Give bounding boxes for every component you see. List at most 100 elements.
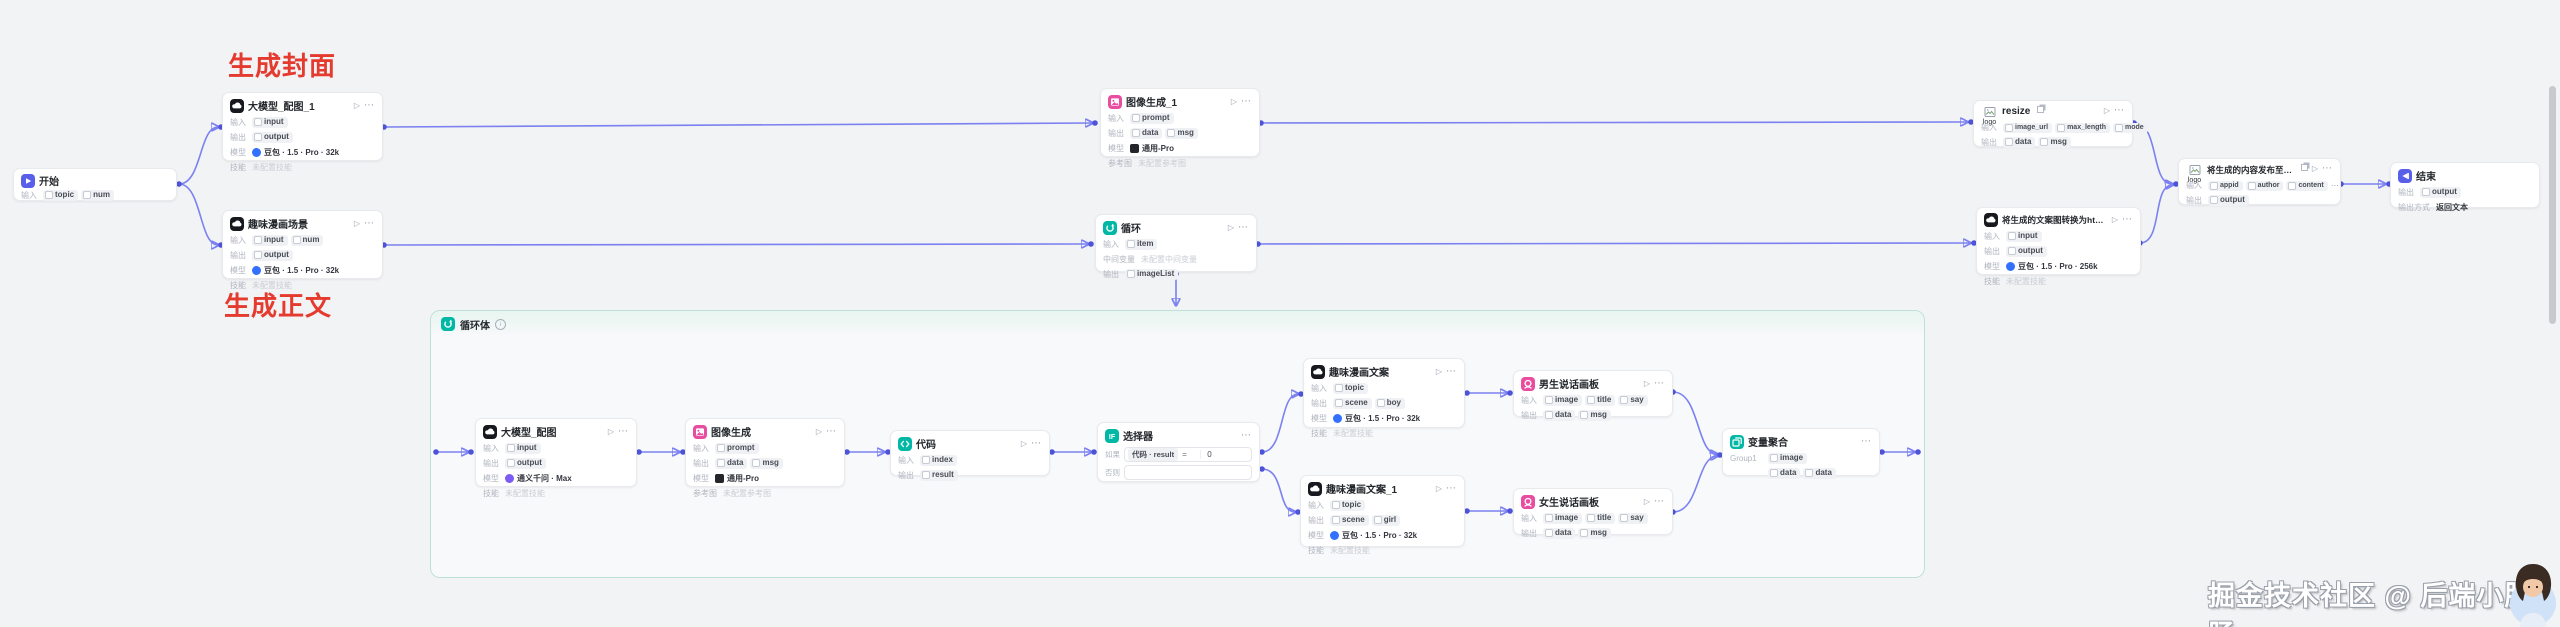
condition-row: 如果 代码 · result = 0 [1098, 445, 1259, 463]
more-button[interactable]: ⋯ [1654, 495, 1665, 507]
run-button[interactable]: ▷ [353, 218, 360, 228]
more-button[interactable]: ⋯ [2122, 214, 2133, 225]
more-button[interactable]: ⋯ [1446, 482, 1457, 494]
node-row: 技能未配置技能 [1304, 426, 1464, 441]
node-header: 将生成的文案图转换为html界面 ▷⋯ [1977, 208, 2140, 229]
run-button[interactable]: ▷ [1230, 96, 1237, 106]
run-button[interactable]: ▷ [1435, 366, 1442, 376]
empty-value: 未配置技能 [505, 489, 545, 498]
var-tag: image [1543, 395, 1583, 406]
more-button[interactable]: ⋯ [1654, 377, 1665, 389]
watermark-text: 掘金技术社区 @ 后端小肥肠 [2208, 581, 2531, 627]
node-row: 模型豆包 · 1.5 · Pro · 32k [1301, 528, 1464, 543]
more-button[interactable]: ⋯ [364, 99, 375, 111]
run-button[interactable]: ▷ [607, 426, 614, 436]
more-button[interactable]: ⋯ [618, 425, 629, 437]
node-row: 输出 result [891, 468, 1049, 483]
var-tag: index [920, 455, 957, 466]
node-header: 趣味漫画场景 ▷⋯ [223, 211, 382, 233]
more-button[interactable]: ⋯ [2114, 105, 2125, 116]
aggregate-icon [1730, 434, 1744, 449]
node-title: 大模型_配图_1 [248, 102, 315, 113]
more-button[interactable]: ⋯ [2322, 163, 2333, 174]
row-label: 模型 [1108, 144, 1124, 153]
else-box[interactable] [1124, 464, 1252, 480]
node-header: 图像生成_1 ▷⋯ [1101, 89, 1259, 111]
condition-right-operand: 0 [1200, 449, 1248, 459]
qwen-model-icon [505, 474, 514, 483]
type-icon [507, 444, 515, 453]
var-tag: author [2245, 180, 2284, 191]
row-label: 技能 [1308, 546, 1324, 555]
doubao-model-icon [1333, 414, 1342, 423]
row-label: 技能 [1311, 429, 1327, 438]
node-header: 男生说话画板 ▷⋯ [1514, 371, 1672, 393]
row-label: 技能 [230, 163, 246, 172]
overflow-more-icon: ⋯ [2330, 180, 2340, 190]
type-icon [1167, 129, 1176, 138]
var-tag: input [2006, 231, 2042, 242]
run-button[interactable]: ▷ [2111, 215, 2118, 224]
var-tag: input [252, 117, 288, 128]
node-row: 模型通用-Pro [1101, 141, 1259, 156]
more-button[interactable]: ⋯ [364, 217, 375, 229]
var-tag: image [1543, 513, 1583, 524]
llm-icon [1984, 213, 1998, 227]
loop-body-title: 循环体 [460, 320, 490, 332]
run-button[interactable]: ▷ [2311, 164, 2318, 173]
node-start[interactable]: 开始 输入 topic num [13, 168, 177, 201]
run-button[interactable]: ▷ [815, 426, 822, 436]
run-button[interactable]: ▷ [2103, 106, 2110, 115]
row-label: 输入 [1981, 123, 1997, 132]
node-publish[interactable]: logo 将生成的内容发布至草稿箱 ▷⋯ 输入appidauthorconten… [2178, 158, 2341, 206]
run-button[interactable]: ▷ [1643, 496, 1650, 506]
row-label: 模型 [230, 148, 246, 157]
more-button[interactable]: ⋯ [1031, 437, 1042, 449]
row-label: 输出 [898, 471, 914, 480]
run-button[interactable]: ▷ [1227, 222, 1234, 232]
node-title: 代码 [916, 440, 936, 451]
more-button[interactable]: ⋯ [1238, 221, 1249, 233]
more-button[interactable]: ⋯ [1446, 365, 1457, 377]
type-icon [1332, 501, 1340, 510]
type-icon [1373, 516, 1382, 525]
type-icon [1805, 469, 1814, 478]
var-tag: result [920, 470, 958, 481]
condition-box[interactable]: 代码 · result = 0 [1124, 446, 1252, 462]
more-button[interactable]: ⋯ [1241, 95, 1252, 107]
var-tag: data [2003, 137, 2036, 148]
node-row: 模型通义千问 · Max [476, 471, 636, 486]
type-icon [752, 459, 761, 468]
type-icon [1620, 514, 1629, 523]
more-button[interactable]: ⋯ [1861, 435, 1872, 447]
more-button[interactable]: ⋯ [826, 425, 837, 437]
vertical-scrollbar-thumb[interactable] [2549, 86, 2556, 324]
node-row: 输入 topic num [14, 189, 176, 202]
more-button[interactable]: ⋯ [1241, 429, 1252, 441]
node-selector[interactable]: IF 选择器 ⋯ 如果 代码 · result = 0 否则 [1097, 422, 1260, 482]
run-button[interactable]: ▷ [1643, 378, 1650, 388]
run-button[interactable]: ▷ [1020, 438, 1027, 448]
watermark-avatar [2504, 556, 2560, 627]
doubao-model-icon [2006, 262, 2015, 271]
node-header: 循环 ▷⋯ [1096, 215, 1256, 237]
run-button[interactable]: ▷ [353, 100, 360, 110]
run-button[interactable]: ▷ [1435, 483, 1442, 493]
